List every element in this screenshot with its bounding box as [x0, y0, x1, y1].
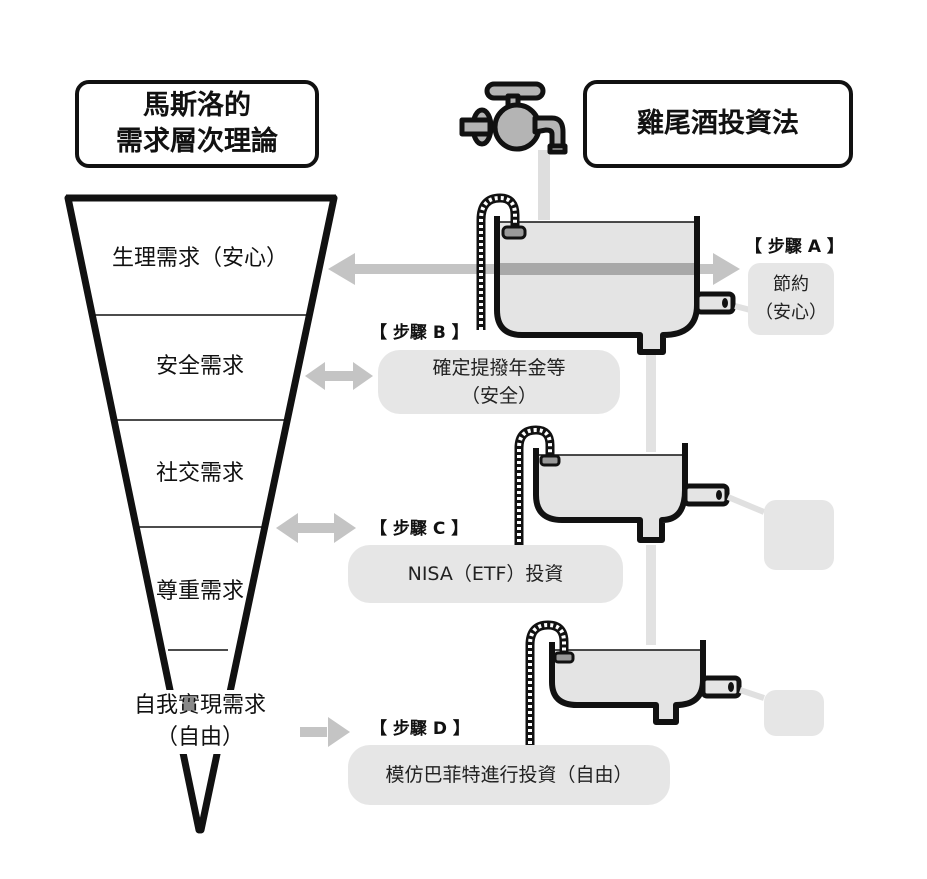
pipe-connector-d: [739, 687, 765, 701]
level-esteem: 尊重需求: [155, 579, 244, 604]
cocktail-title: 雞尾酒投資法: [637, 108, 799, 139]
step-d-label: 【 步驟 D 】: [370, 719, 470, 739]
water-stream-2: [646, 545, 656, 645]
step-b-bubble: 確定提撥年金等 （安全）: [378, 350, 620, 414]
maslow-title: 馬斯洛的 需求層次理論: [116, 90, 278, 157]
step-d-bubble: 模仿巴菲特進行投資（自由）: [348, 745, 670, 805]
step-c-bubble: NISA（ETF）投資: [348, 545, 623, 603]
shower-hose-icon: [476, 193, 527, 330]
maslow-title-box: 馬斯洛的 需求層次理論: [75, 80, 319, 168]
double-arrow-icon: [276, 513, 356, 543]
pipe-connector-c: [726, 494, 766, 515]
bathtub-icon: [494, 216, 736, 355]
bathtub-icon: [549, 640, 742, 725]
cocktail-title-box: 雞尾酒投資法: [583, 80, 853, 168]
level-social: 社交需求: [155, 461, 244, 486]
step-d-output-box: [764, 690, 824, 736]
shower-hose-icon: [525, 620, 575, 750]
water-stream-1: [646, 352, 656, 452]
step-a-bubble: 節約 （安心）: [748, 263, 834, 335]
step-a-label: 【 步驟 A 】: [745, 237, 844, 257]
shower-hose-icon: [514, 425, 561, 548]
level-safety: 安全需求: [155, 354, 244, 379]
step-b-label: 【 步驟 B 】: [370, 323, 469, 343]
level-physiological: 生理需求（安心）: [111, 246, 288, 271]
faucet-icon: [459, 81, 568, 155]
water-stream-top: [538, 150, 550, 220]
bathtub-icon: [533, 443, 730, 543]
step-c-label: 【 步驟 C 】: [370, 519, 469, 539]
step-c-output-box: [764, 500, 834, 570]
double-arrow-icon: [305, 362, 373, 390]
level-self-actualization: 自我實現需求 （自由）: [100, 690, 300, 754]
